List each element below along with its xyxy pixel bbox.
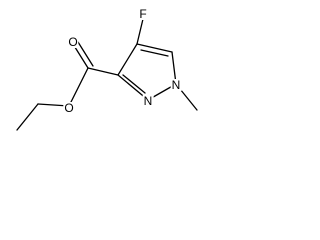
ester-oxygen-label: O xyxy=(63,101,75,115)
bond-n2-c3-inner xyxy=(122,74,146,94)
bond-ch2-ch3 xyxy=(16,103,39,131)
bond-c4-c5 xyxy=(136,43,173,53)
carbonyl-oxygen-label: O xyxy=(67,35,79,49)
bond-c3-carbonyl xyxy=(87,67,119,76)
fluorine-atom-label: F xyxy=(138,7,148,21)
bond-layer xyxy=(16,18,198,131)
bond-carbonyl-o-double xyxy=(77,41,94,67)
bond-carbonyl-ester-o xyxy=(68,67,89,107)
bond-c4-c5-inner xyxy=(140,49,169,57)
ring-nitrogen-2-label: N xyxy=(142,94,154,108)
bond-c3-c4 xyxy=(117,43,138,76)
ring-nitrogen-1-label: N xyxy=(170,78,182,92)
bond-c5-n1 xyxy=(171,51,177,85)
structure-canvas: F O O N N xyxy=(0,0,220,150)
bond-c4-f xyxy=(136,18,144,45)
bond-carbonyl-o xyxy=(72,43,89,69)
